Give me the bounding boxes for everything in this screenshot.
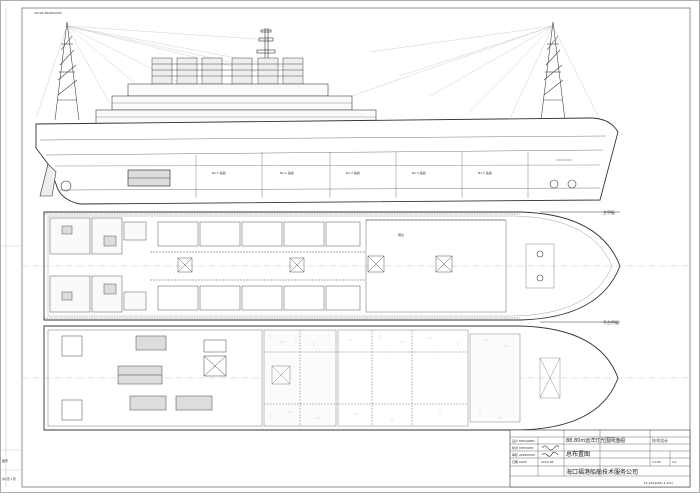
scale-value: 1:100: [652, 460, 661, 464]
title-row-designed: 设计 DESIGNED: [512, 438, 535, 443]
platform-deck-plan: 平台甲板: [22, 319, 690, 431]
svg-text:No.1 鱼舱: No.1 鱼舱: [212, 170, 226, 175]
signature-mark-2: [541, 451, 559, 457]
superstructure: [95, 83, 377, 125]
title-row-date: 日期 DATE: [512, 459, 527, 464]
fish-hold-hatches: [150, 221, 453, 311]
margin-label-bottom: 共1页 1页: [2, 476, 16, 481]
rudder: [39, 163, 57, 197]
drawing-code-top: 2019S-850000000: [34, 11, 62, 15]
title-block: 设计 DESIGNED 校对 CHECKED 审核 APPROVED 日期 DA…: [509, 429, 691, 488]
fore-lattice-mast: [540, 21, 566, 121]
signature-mark-1: [541, 445, 560, 451]
profile-tank-labels: No.1 鱼舱 No.2 鱼舱 No.3 鱼舱 No.4 鱼舱 No.5 鱼舱: [212, 170, 492, 175]
vessel-name: 88.80m远洋灯光围网渔船: [566, 437, 625, 444]
hull-profile: [35, 117, 619, 205]
profile-view: No.1 鱼舱 No.2 鱼舱 No.3 鱼舱 No.4 鱼舱 No.5 鱼舱: [35, 21, 619, 205]
company-name: 海口福港船舶技术服务公司: [566, 468, 638, 476]
title-date-value: 2019.08: [541, 460, 553, 464]
svg-text:No.5 鱼舱: No.5 鱼舱: [478, 170, 492, 175]
margin-label-top: 图号: [2, 458, 8, 463]
platform-fish-holds: [263, 329, 521, 427]
svg-text:No.3 鱼舱: No.3 鱼舱: [346, 170, 360, 175]
engine-room: [47, 329, 263, 427]
svg-text:No.2 鱼舱: No.2 鱼舱: [280, 170, 294, 175]
radar-mast: [256, 28, 276, 62]
aft-accommodation: [49, 217, 147, 313]
title-row-approved: 审核 APPROVED: [512, 452, 536, 457]
main-deck-plan: 主甲板 网台: [22, 209, 690, 321]
aft-lattice-mast: [54, 21, 80, 121]
fishing-light-racks: [151, 57, 304, 85]
doc-title: 技术设计: [652, 437, 668, 443]
drawing-code-bottom: F1-2019(08)-1-2(b): [644, 481, 673, 485]
title-row-checked: 校对 CHECKED: [512, 445, 534, 450]
svg-text:No.4 鱼舱: No.4 鱼舱: [412, 170, 426, 175]
inner-frame: [21, 7, 691, 488]
propeller: [60, 180, 72, 192]
drawing-name: 总布置图: [566, 450, 590, 458]
sheet-value: 1/1: [672, 460, 677, 464]
svg-text:网台: 网台: [398, 232, 404, 237]
